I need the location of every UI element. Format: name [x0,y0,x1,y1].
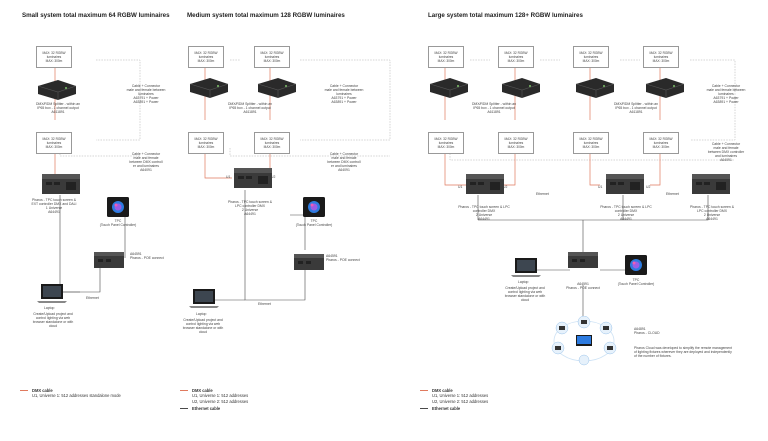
legend-small: DMX cable U1, Universe 1: 512 addresses … [20,388,121,399]
legend-u2-label: U2, Universe 2: 512 addresses [192,398,249,404]
splitter-label: DMX/RDM Splitter - within an IP65 box - … [227,102,273,115]
universe-label: U2 [503,185,508,189]
dmx-cable-swatch [20,390,28,392]
cable-connector-dmx-note: Cable + Connector male and female betwee… [129,152,163,173]
ethernet-label: Ethernet [258,302,271,306]
legend-eth-label: Ethernet cable [192,406,221,412]
poe-label: A64591 Pharos - POE connect [326,254,360,263]
pharos-controller-label: Pharos - TPC touch screen & LPC controll… [600,205,652,222]
splitter-device-icon [645,78,685,98]
ethernet-label: Ethernet [536,192,549,196]
legend-eth-label: Ethernet cable [432,406,461,412]
poe-device-icon [568,252,598,268]
dmx-cable-swatch [180,390,188,392]
large-system-title: Large system total maximum 128+ RGBW lum… [428,12,583,19]
splitter-device-icon [429,78,469,98]
poe-label: A64591 Pharos - POE connect [566,282,600,291]
pharos-controller-label: Pharos - TPC touch screen & LPC controll… [689,205,735,222]
controller-device-icon [606,174,644,194]
splitter-device-icon [37,80,77,100]
cable-connector-dmx-note: Cable + Connector male and female betwee… [327,152,361,173]
poe-device-icon [94,252,124,268]
poe-label: A64591 Pharos - POE connect [130,252,164,261]
pharos-controller-label: Pharos - TPC touch screen & LPC controll… [227,200,273,217]
legend-u2-label: U2, Universe 2: 512 addresses [432,398,489,404]
controller-device-icon [466,174,504,194]
splitter-label: DMX/RDM Splitter - within an IP65 box - … [35,102,81,115]
laptop-icon [511,258,541,277]
controller-device-icon [692,174,730,194]
pharos-controller-label: Pharos - TPC touch screen & EXT controll… [31,198,77,215]
laptop-description: Create/Upload project and control lighti… [32,312,74,329]
legend-dmx-label: DMX cable [192,388,213,393]
medium-system-title: Medium system total maximum 128 RGBW lum… [187,12,345,19]
splitter-device-icon [257,78,297,98]
tpc-label: TPC (Touch Panel Controller) [99,219,137,228]
legend-u1-label: U1, Universe 1: 512 addresses [432,393,489,399]
ethernet-label: Ethernet [666,192,679,196]
splitter-device-icon [575,78,615,98]
cable-connector-power-note: Cable + Connector male and female betwee… [126,84,166,105]
poe-device-icon [294,254,324,270]
universe-label: U1 [458,185,463,189]
laptop-label: Laptop [44,306,55,310]
splitter-label: DMX/RDM Splitter - within an IP65 box - … [471,102,517,115]
controller-device-icon [234,168,272,188]
touch-panel-icon [625,255,647,275]
pharos-controller-label: Pharos - TPC touch screen & LPC controll… [458,205,510,222]
small-system-title: Small system total maximum 64 RGBW lumin… [22,12,170,19]
cable-connector-power-note: Cable + Connector male and female betwee… [324,84,364,105]
universe-label: U2 [646,185,651,189]
cloud-devices-icon [551,316,617,366]
touch-panel-icon [303,197,325,217]
legend-medium: DMX cable U1, Universe 1: 512 addresses … [180,388,248,412]
laptop-label: Laptop [518,280,529,284]
universe-label: U1 [226,175,231,179]
cloud-description: Pharos Cloud was developed to simplify t… [634,346,733,359]
splitter-device-icon [501,78,541,98]
legend-dmx-label: DMX cable [32,388,53,393]
laptop-description: Create/Upload project and control lighti… [182,318,224,335]
legend-dmx-label: DMX cable [432,388,453,393]
cloud-label: A64891 Pharos - CLOUD [634,327,660,336]
laptop-icon [37,284,67,303]
ethernet-cable-swatch [420,408,428,410]
splitter-label: DMX/RDM Splitter - within an IP65 box - … [613,102,659,115]
ethernet-cable-swatch [180,408,188,410]
tpc-label: TPC (Touch Panel Controller) [295,219,333,228]
tpc-label: TPC (Touch Panel Controller) [617,278,655,287]
laptop-icon [189,289,219,308]
cable-connector-dmx-note: Cable + Connector male and female betwee… [707,142,745,163]
splitter-device-icon [189,78,229,98]
laptop-description: Create/Upload project and control lighti… [504,286,546,303]
laptop-label: Laptop [196,312,207,316]
ethernet-label: Ethernet [86,296,99,300]
controller-device-icon [42,174,80,194]
legend-large: DMX cable U1, Universe 1: 512 addresses … [420,388,488,412]
cable-connector-power-note: Cable + Connector male and female betwee… [706,84,746,105]
universe-label: U2 [271,175,276,179]
legend-universe-label: U1, Universe 1: 512 addresses standalone… [32,393,121,399]
legend-u1-label: U1, Universe 1: 512 addresses [192,393,249,399]
touch-panel-icon [107,197,129,217]
dmx-cable-swatch [420,390,428,392]
universe-label: U1 [598,185,603,189]
